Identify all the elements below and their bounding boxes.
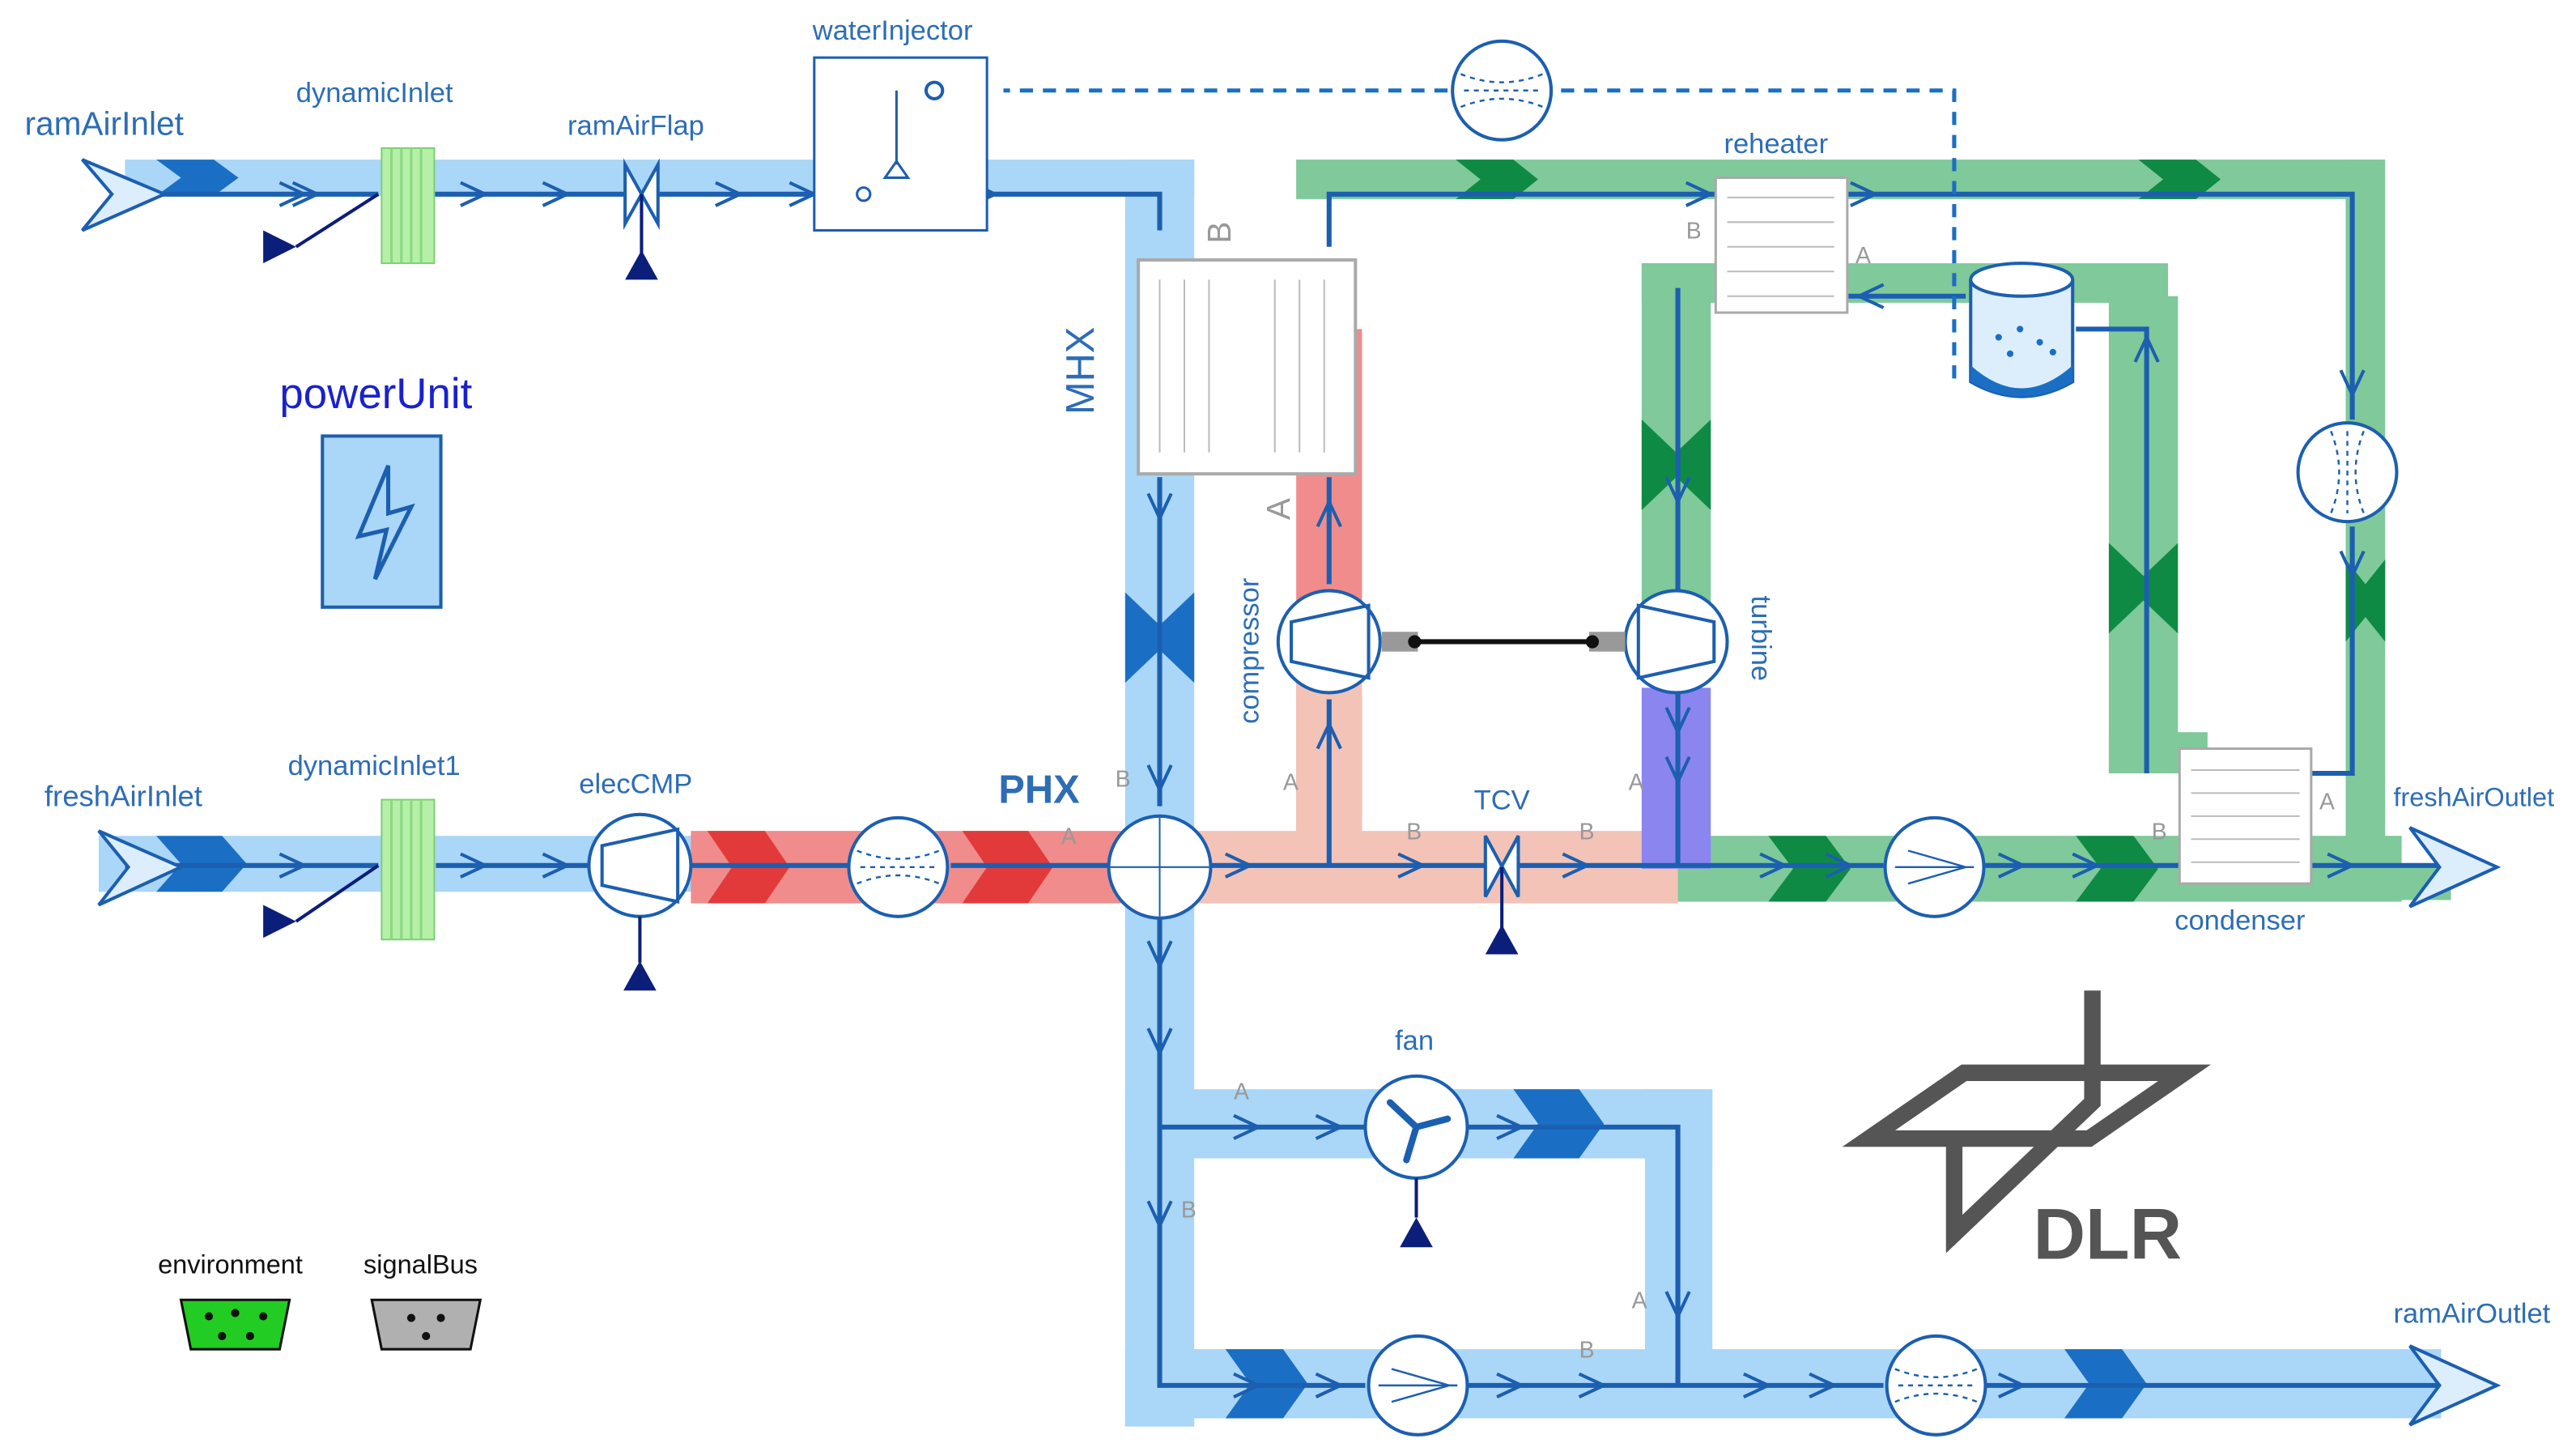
port-letter: B bbox=[1201, 222, 1238, 244]
shaft-connector bbox=[1381, 632, 1626, 652]
label-reheater: reheater bbox=[1724, 129, 1828, 160]
label-dynamic-inlet1: dynamicInlet1 bbox=[288, 751, 461, 781]
label-compressor: compressor bbox=[1234, 578, 1265, 724]
flow-arrows bbox=[278, 181, 2366, 1398]
label-mhx: MHX bbox=[1059, 327, 1103, 415]
label-elec-cmp: elecCMP bbox=[579, 768, 692, 799]
port-letter: B bbox=[1181, 1198, 1197, 1224]
label-fan: fan bbox=[1395, 1025, 1434, 1056]
ram-air-flap-valve-icon[interactable] bbox=[623, 158, 660, 280]
port-letter: A bbox=[1283, 769, 1299, 795]
port-letter: B bbox=[2152, 819, 2167, 845]
label-environment: environment bbox=[158, 1250, 303, 1279]
label-water-injector: waterInjector bbox=[812, 15, 973, 46]
label-dynamic-inlet: dynamicInlet bbox=[296, 78, 453, 109]
dlr-logo-text: DLR bbox=[2033, 1193, 2182, 1274]
elec-compressor-icon[interactable] bbox=[587, 812, 693, 991]
label-tcv: TCV bbox=[1474, 785, 1530, 816]
signal-triangle-icon bbox=[263, 230, 296, 939]
port-letter: B bbox=[1406, 819, 1422, 845]
label-phx: PHX bbox=[998, 768, 1080, 812]
condenser-icon[interactable] bbox=[2178, 747, 2313, 885]
port-letter: A bbox=[1234, 1079, 1249, 1105]
fan-propeller-icon[interactable] bbox=[1363, 1074, 1469, 1248]
compressor-icon[interactable] bbox=[1276, 589, 1382, 695]
label-turbine: turbine bbox=[1745, 596, 1776, 682]
fresh-air-inlet-icon[interactable] bbox=[97, 829, 185, 907]
flow-sensor-marks bbox=[857, 73, 2366, 1403]
label-fresh-air-outlet: freshAirOutlet bbox=[2393, 783, 2554, 812]
turbine-icon[interactable] bbox=[1623, 589, 1729, 695]
tcv-valve-icon[interactable] bbox=[1483, 835, 1520, 955]
fresh-air-outlet-icon[interactable] bbox=[2408, 826, 2502, 909]
water-separator-icon[interactable] bbox=[1969, 262, 2075, 398]
power-unit-block[interactable] bbox=[321, 434, 443, 609]
label-power-unit: powerUnit bbox=[279, 370, 472, 418]
signal-wire bbox=[295, 193, 380, 923]
lightning-bolt-icon bbox=[355, 465, 415, 581]
port-letter: A bbox=[1260, 497, 1297, 520]
reheater-icon[interactable] bbox=[1714, 176, 1849, 314]
port-letter: A bbox=[1629, 769, 1644, 795]
ram-air-outlet-icon[interactable] bbox=[2408, 1344, 2502, 1427]
label-ram-air-outlet: ramAirOutlet bbox=[2393, 1299, 2550, 1330]
label-signal-bus: signalBus bbox=[363, 1250, 478, 1279]
label-fresh-air-inlet: freshAirInlet bbox=[45, 780, 202, 813]
signalbus-connector-icon[interactable] bbox=[370, 1298, 482, 1351]
port-letter: B bbox=[1686, 219, 1702, 245]
water-injector-icon[interactable] bbox=[813, 56, 988, 232]
port-letter: B bbox=[1116, 766, 1131, 792]
port-letter: A bbox=[2319, 790, 2335, 815]
dlr-logo bbox=[1842, 990, 2212, 1254]
ram-air-inlet-icon[interactable] bbox=[81, 158, 169, 232]
phx-heat-exchanger-icon[interactable] bbox=[1107, 814, 1213, 920]
port-letter: A bbox=[1061, 824, 1077, 849]
environment-connector-icon[interactable] bbox=[179, 1298, 291, 1351]
port-letter: B bbox=[1579, 819, 1595, 845]
dynamic-inlet1-icon[interactable] bbox=[380, 798, 436, 941]
port-letter: A bbox=[1855, 243, 1871, 269]
dynamic-inlet-icon[interactable] bbox=[380, 147, 436, 265]
signal-dashed-line bbox=[894, 88, 1957, 379]
port-letters: B A A B A B B A B A B A A B A B bbox=[1061, 219, 2335, 1364]
label-condenser: condenser bbox=[2174, 905, 2305, 936]
label-ram-air-inlet: ramAirInlet bbox=[24, 105, 183, 143]
port-letter: B bbox=[1579, 1337, 1595, 1363]
mhx-heat-exchanger-icon[interactable] bbox=[1137, 258, 1358, 476]
label-ram-air-flap: ramAirFlap bbox=[567, 111, 704, 142]
port-letter: A bbox=[1632, 1288, 1647, 1313]
